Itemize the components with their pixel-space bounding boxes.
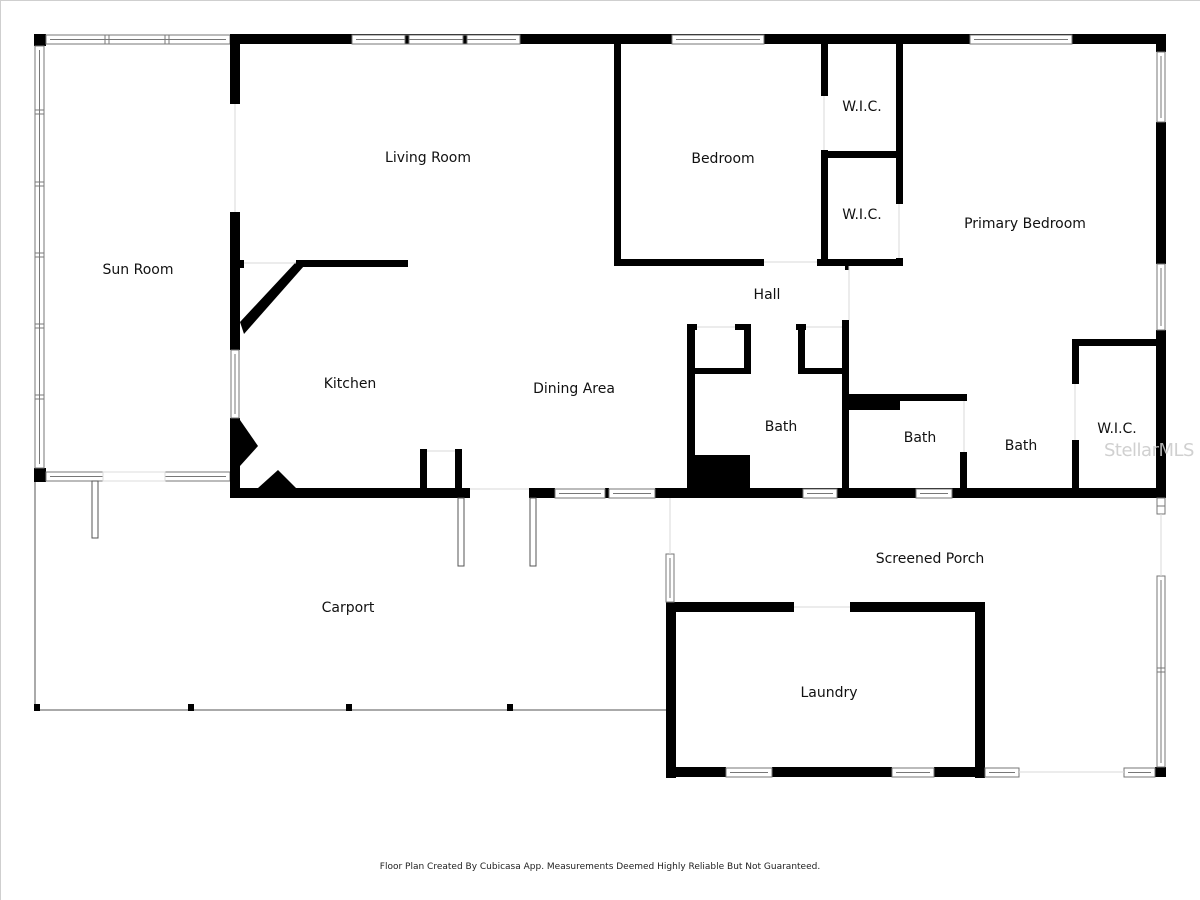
room-label-bath-1: Bath (764, 419, 798, 435)
room-label-wic-3: W.I.C. (1097, 421, 1137, 437)
room-label-living-room: Living Room (385, 150, 471, 166)
room-label-screened-porch: Screened Porch (875, 551, 985, 567)
disclaimer-footer: Floor Plan Created By Cubicasa App. Meas… (379, 862, 821, 872)
room-label-primary-bedroom: Primary Bedroom (964, 216, 1086, 232)
room-label-sun-room: Sun Room (102, 262, 174, 278)
main-walls (230, 34, 1166, 778)
room-label-bath-3: Bath (1004, 438, 1038, 454)
room-label-wic-2: W.I.C. (842, 207, 882, 223)
carport-posts (34, 704, 513, 711)
room-label-laundry: Laundry (800, 685, 858, 701)
room-label-kitchen: Kitchen (323, 376, 377, 392)
carport-outline (34, 480, 666, 711)
image-top-edge (0, 0, 1200, 1)
image-left-edge (0, 0, 1, 900)
sun-room-walls (34, 34, 231, 539)
room-label-bath-2: Bath (903, 430, 937, 446)
windows (230, 34, 1166, 778)
room-label-dining-area: Dining Area (533, 381, 615, 397)
watermark-logo: StellarMLS (1104, 440, 1194, 461)
carport-columns (457, 497, 537, 567)
room-label-hall: Hall (753, 287, 781, 303)
door-openings (234, 96, 1162, 773)
room-label-bedroom: Bedroom (691, 151, 755, 167)
room-label-wic-1: W.I.C. (842, 99, 882, 115)
room-label-carport: Carport (321, 600, 375, 616)
